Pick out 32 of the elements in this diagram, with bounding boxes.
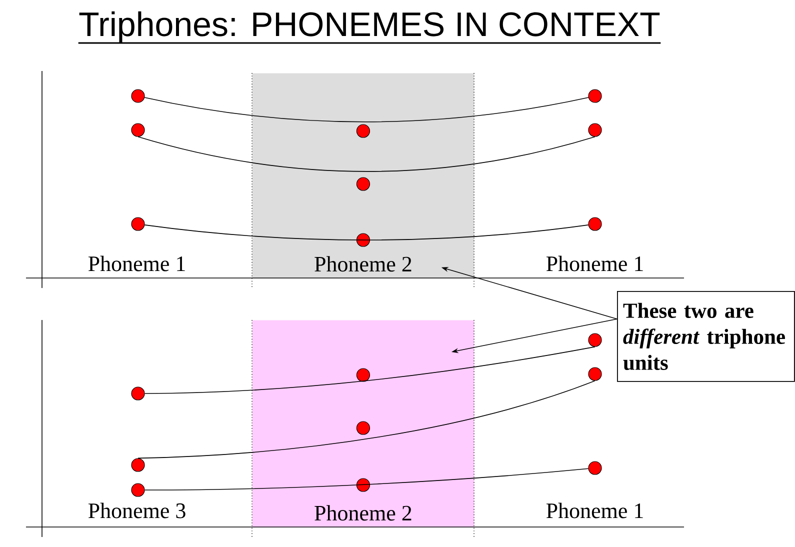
column-label: Phoneme 1 [546, 256, 643, 272]
curve [144, 468, 589, 490]
dot [356, 177, 370, 191]
curve [138, 380, 596, 459]
column-label: Phoneme 1 [88, 256, 185, 272]
curve [144, 346, 596, 394]
curve [138, 136, 596, 172]
shaded-column: Phoneme 2 [252, 320, 474, 528]
dot [588, 217, 602, 231]
dot [356, 478, 370, 492]
dot [588, 461, 602, 475]
dot [131, 483, 145, 497]
dot [131, 386, 145, 400]
curve [144, 224, 589, 240]
dot [588, 333, 602, 347]
shaded-column: Phoneme 2 [252, 73, 474, 278]
column-label: Phoneme 3 [88, 502, 186, 518]
dot [356, 124, 370, 138]
dot [588, 123, 602, 137]
dot [131, 217, 145, 231]
curve [144, 97, 589, 122]
dot [131, 458, 145, 472]
dot [356, 421, 370, 435]
title: Triphones: PHONEMES IN CONTEXT [78, 11, 661, 44]
dot [131, 89, 145, 103]
column-label: Phoneme 1 [546, 502, 643, 518]
dot [131, 123, 145, 137]
callout-box: These two are different triphone units [617, 291, 795, 382]
dot [356, 368, 370, 382]
dot [588, 367, 602, 381]
dot [588, 89, 602, 103]
dot [356, 233, 370, 247]
